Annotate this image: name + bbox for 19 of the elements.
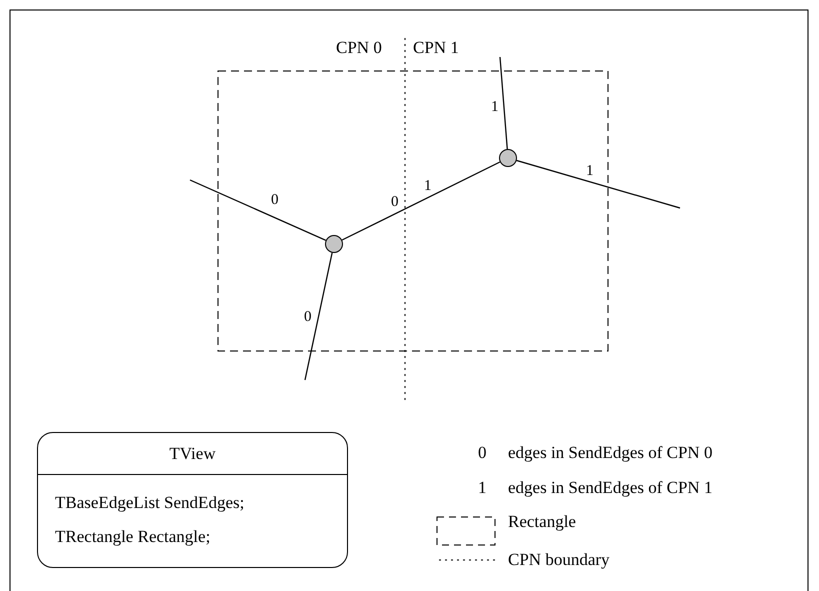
region-label: CPN 0 <box>336 38 382 58</box>
legend-text: CPN boundary <box>508 550 610 570</box>
edge-line <box>516 160 680 209</box>
edge-line <box>499 56 508 150</box>
legend-sample: 1 <box>478 478 486 498</box>
legend-text: Rectangle <box>508 512 576 532</box>
class-box <box>37 432 348 568</box>
edge-line <box>190 179 326 241</box>
region-label: CPN 1 <box>413 38 459 58</box>
vertex-circle <box>325 235 343 253</box>
vertex-circle <box>499 149 517 167</box>
legend-text: edges in SendEdges of CPN 0 <box>508 443 712 463</box>
legend-text: edges in SendEdges of CPN 1 <box>508 478 712 498</box>
legend-sample: 0 <box>478 443 486 463</box>
class-member: TRectangle Rectangle; <box>55 527 210 547</box>
edge-line <box>342 161 500 241</box>
edge-line <box>304 252 333 380</box>
class-name: TView <box>168 444 217 464</box>
class-member: TBaseEdgeList SendEdges; <box>55 493 244 513</box>
